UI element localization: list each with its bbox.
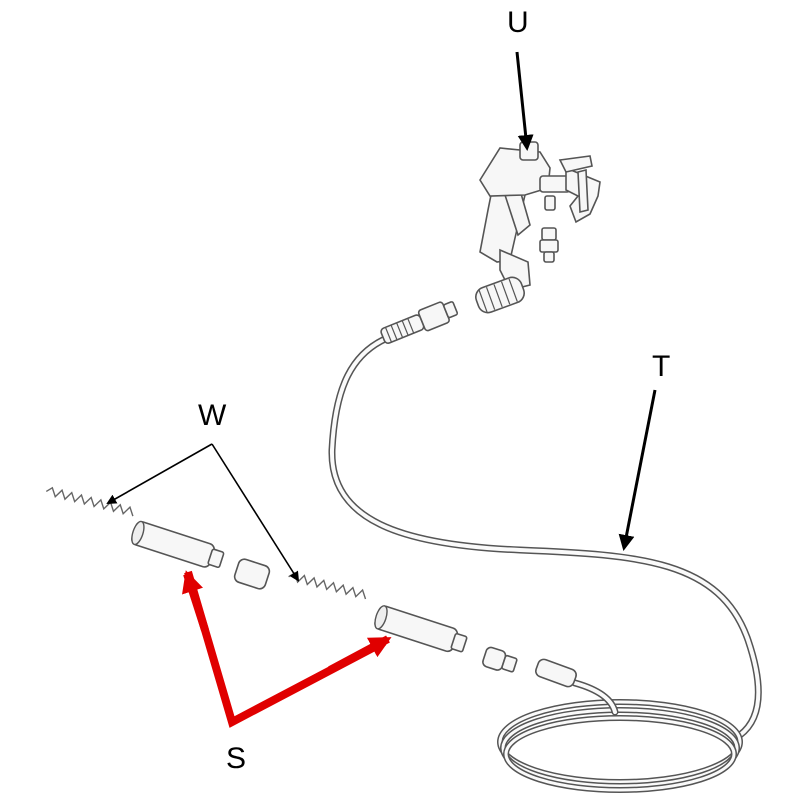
wire-spring-1: [45, 486, 134, 517]
extension-sleeve-2: [374, 605, 468, 653]
leader-t: [618, 389, 657, 551]
leader-u: [515, 51, 534, 151]
wire-spring-2: [288, 572, 367, 600]
coupling-ring-1: [233, 558, 271, 590]
callout-s-arrow-2: [328, 635, 392, 674]
hose-lower-end: [535, 658, 619, 716]
hose-upper-fitting: [380, 301, 459, 344]
spray-gun: [475, 141, 601, 314]
label-s: S: [226, 742, 246, 775]
leader-w-2: [211, 443, 300, 582]
label-w: W: [198, 399, 227, 432]
extension-sleeve-1: [131, 520, 225, 569]
leader-w-1: [106, 443, 213, 504]
label-u: U: [507, 6, 529, 39]
callout-s-arrow-1: [182, 570, 209, 632]
swivel-fitting: [482, 646, 518, 673]
nozzle-fitting: [539, 227, 559, 263]
label-t: T: [652, 350, 670, 383]
hose: [328, 331, 762, 739]
hose-coil: [497, 699, 743, 793]
